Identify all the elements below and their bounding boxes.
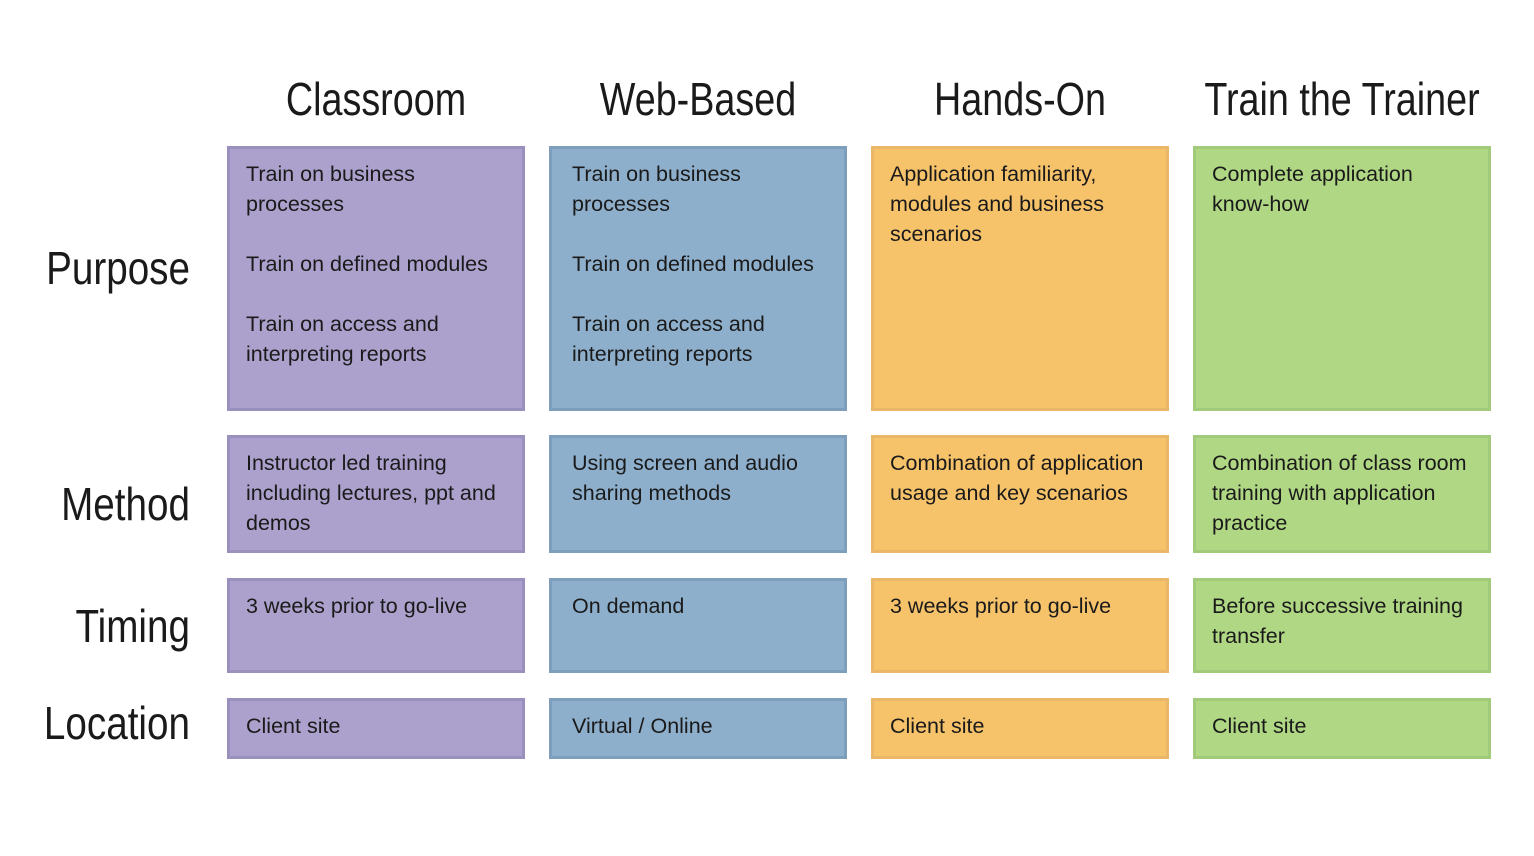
cell-text: Client site [890,714,985,738]
cell-text: 3 weeks prior to go-live [890,594,1112,618]
cell-timing-hands-on: 3 weeks prior to go-live [871,578,1169,673]
cell-text: Before successive training transfer [1212,594,1463,648]
row-label-timing: Timing [75,600,190,652]
cell-text: Train on business processes [572,162,741,216]
cell-text: Virtual / Online [572,714,713,738]
cell-location-classroom: Client site [227,698,525,759]
cell-timing-train-the-trainer: Before successive training transfer [1193,578,1491,673]
cell-text: Train on access and interpreting reports [246,312,439,366]
row-label-purpose: Purpose [46,242,190,294]
cell-text: Combination of class room training with … [1212,451,1467,535]
column-header-train-the-trainer: Train the Trainer [1204,73,1480,125]
cell-timing-classroom: 3 weeks prior to go-live [227,578,525,673]
cell-purpose-hands-on: Application familiarity, modules and bus… [871,146,1169,411]
cell-text: Using screen and audio sharing methods [572,451,798,505]
row-label-method: Method [61,478,190,530]
cell-text: Train on business processes [246,162,415,216]
cell-timing-web-based: On demand [549,578,847,673]
cell-text: Train on access and interpreting reports [572,312,765,366]
row-label-location: Location [43,697,191,749]
cell-text: On demand [572,594,685,618]
cell-method-hands-on: Combination of application usage and key… [871,435,1169,553]
cell-method-classroom: Instructor led training including lectur… [227,435,525,553]
cell-text: Client site [246,714,341,738]
cell-text: Instructor led training including lectur… [246,451,496,535]
cell-purpose-web-based: Train on business processes Train on def… [549,146,847,411]
column-header-web-based: Web-Based [599,73,797,125]
column-header-classroom: Classroom [285,73,467,125]
cell-method-web-based: Using screen and audio sharing methods [549,435,847,553]
cell-purpose-train-the-trainer: Complete application know-how [1193,146,1491,411]
cell-text: 3 weeks prior to go-live [246,594,468,618]
cell-text: Client site [1212,714,1307,738]
cell-text: Train on defined modules [246,252,488,276]
column-header-hands-on: Hands-On [934,73,1106,125]
cell-location-web-based: Virtual / Online [549,698,847,759]
cell-purpose-classroom: Train on business processes Train on def… [227,146,525,411]
cell-method-train-the-trainer: Combination of class room training with … [1193,435,1491,553]
cell-location-hands-on: Client site [871,698,1169,759]
cell-text: Train on defined modules [572,252,814,276]
cell-location-train-the-trainer: Client site [1193,698,1491,759]
cell-text: Complete application know-how [1212,162,1413,216]
cell-text: Application familiarity, modules and bus… [890,162,1104,246]
cell-text: Combination of application usage and key… [890,451,1144,505]
